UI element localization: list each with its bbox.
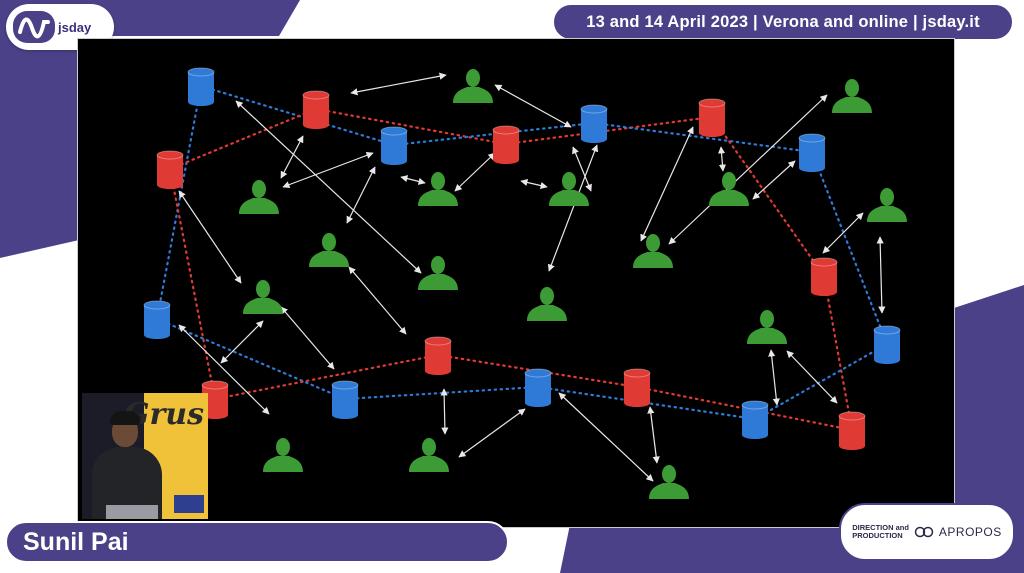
replication-link-red [504, 115, 714, 146]
bidirectional-arrow [178, 190, 242, 284]
bidirectional-arrow [440, 388, 449, 435]
replication-link-red [822, 274, 854, 432]
replication-link-red [314, 107, 508, 146]
speaker-name-banner: Sunil Pai [5, 521, 509, 563]
user-icon [418, 172, 458, 206]
bidirectional-arrow [717, 146, 727, 172]
bidirectional-arrow [768, 349, 780, 406]
replication-link-red [436, 353, 639, 389]
database-red-icon [492, 125, 520, 164]
jsday-wave-icon [13, 11, 55, 43]
bidirectional-arrow [668, 94, 828, 245]
user-icon [633, 234, 673, 268]
slide-area [77, 38, 955, 528]
database-blue-icon [380, 126, 408, 165]
user-icon [649, 465, 689, 499]
bidirectional-arrow [458, 408, 526, 458]
database-red-icon [623, 368, 651, 407]
user-icon [243, 280, 283, 314]
bidirectional-arrow [220, 320, 264, 364]
sponsor-brand: APROPOS [938, 525, 1002, 539]
bidirectional-arrow [346, 166, 376, 224]
database-red-icon [302, 90, 330, 129]
bidirectional-arrow [348, 266, 407, 335]
database-red-icon [424, 336, 452, 375]
apropos-logo-icon [914, 526, 934, 538]
bidirectional-arrow [454, 152, 496, 192]
user-icon [309, 233, 349, 267]
replication-link-blue [343, 385, 540, 401]
speaker-laptop [106, 505, 158, 519]
database-red-icon [156, 150, 184, 189]
bidirectional-arrow [494, 84, 572, 128]
bidirectional-arrow [178, 324, 270, 415]
bidirectional-arrow [282, 151, 374, 189]
bidirectional-arrow [280, 306, 335, 370]
bidirectional-arrow [876, 236, 886, 314]
sponsor-banner: DIRECTION and PRODUCTION APROPOS [839, 503, 1015, 561]
user-icon [549, 172, 589, 206]
database-blue-icon [798, 133, 826, 172]
user-icon [709, 172, 749, 206]
bidirectional-arrow [647, 406, 660, 464]
database-red-icon [838, 411, 866, 450]
user-icon [453, 69, 493, 103]
speaker-hair [110, 411, 140, 425]
replication-link-red [168, 167, 217, 401]
distributed-database-diagram [143, 67, 907, 499]
bidirectional-arrow [547, 144, 599, 272]
logo-text: jsday [58, 19, 92, 35]
replication-link-blue [810, 150, 889, 346]
database-blue-icon [331, 380, 359, 419]
bidirectional-arrow [752, 160, 796, 200]
user-icon [832, 79, 872, 113]
bidirectional-arrow [400, 175, 426, 185]
user-icon [418, 256, 458, 290]
decor-band-left [0, 36, 78, 258]
speaker-webcam: Grus [82, 393, 208, 519]
bidirectional-arrow [350, 72, 447, 96]
bidirectional-arrow [520, 178, 548, 190]
speaker-name: Sunil Pai [23, 527, 129, 556]
database-blue-icon [524, 368, 552, 407]
replication-link-blue [155, 84, 203, 321]
user-icon [747, 310, 787, 344]
database-red-icon [698, 98, 726, 137]
database-blue-icon [187, 67, 215, 106]
sponsor-caption-line1: DIRECTION and [852, 522, 909, 532]
sponsor-caption: DIRECTION and PRODUCTION [852, 522, 909, 541]
event-info-banner: 13 and 14 April 2023 | Verona and online… [552, 3, 1014, 41]
bidirectional-arrow [640, 126, 694, 242]
user-icon [867, 188, 907, 222]
user-icon [239, 180, 279, 214]
user-icon [263, 438, 303, 472]
database-blue-icon [143, 300, 171, 339]
database-red-icon [810, 257, 838, 296]
database-blue-icon [741, 400, 769, 439]
user-icon [409, 438, 449, 472]
database-blue-icon [580, 104, 608, 143]
bidirectional-arrow [558, 392, 654, 482]
bidirectional-arrow [280, 135, 304, 179]
replication-link-red [213, 353, 440, 401]
database-blue-icon [873, 325, 901, 364]
sponsor-caption-line2: PRODUCTION [852, 531, 903, 540]
bidirectional-arrow [822, 212, 864, 254]
replication-link-blue [753, 342, 889, 421]
user-icon [527, 287, 567, 321]
bidirectional-arrow [786, 350, 838, 404]
webcam-banner-blue [174, 495, 204, 513]
